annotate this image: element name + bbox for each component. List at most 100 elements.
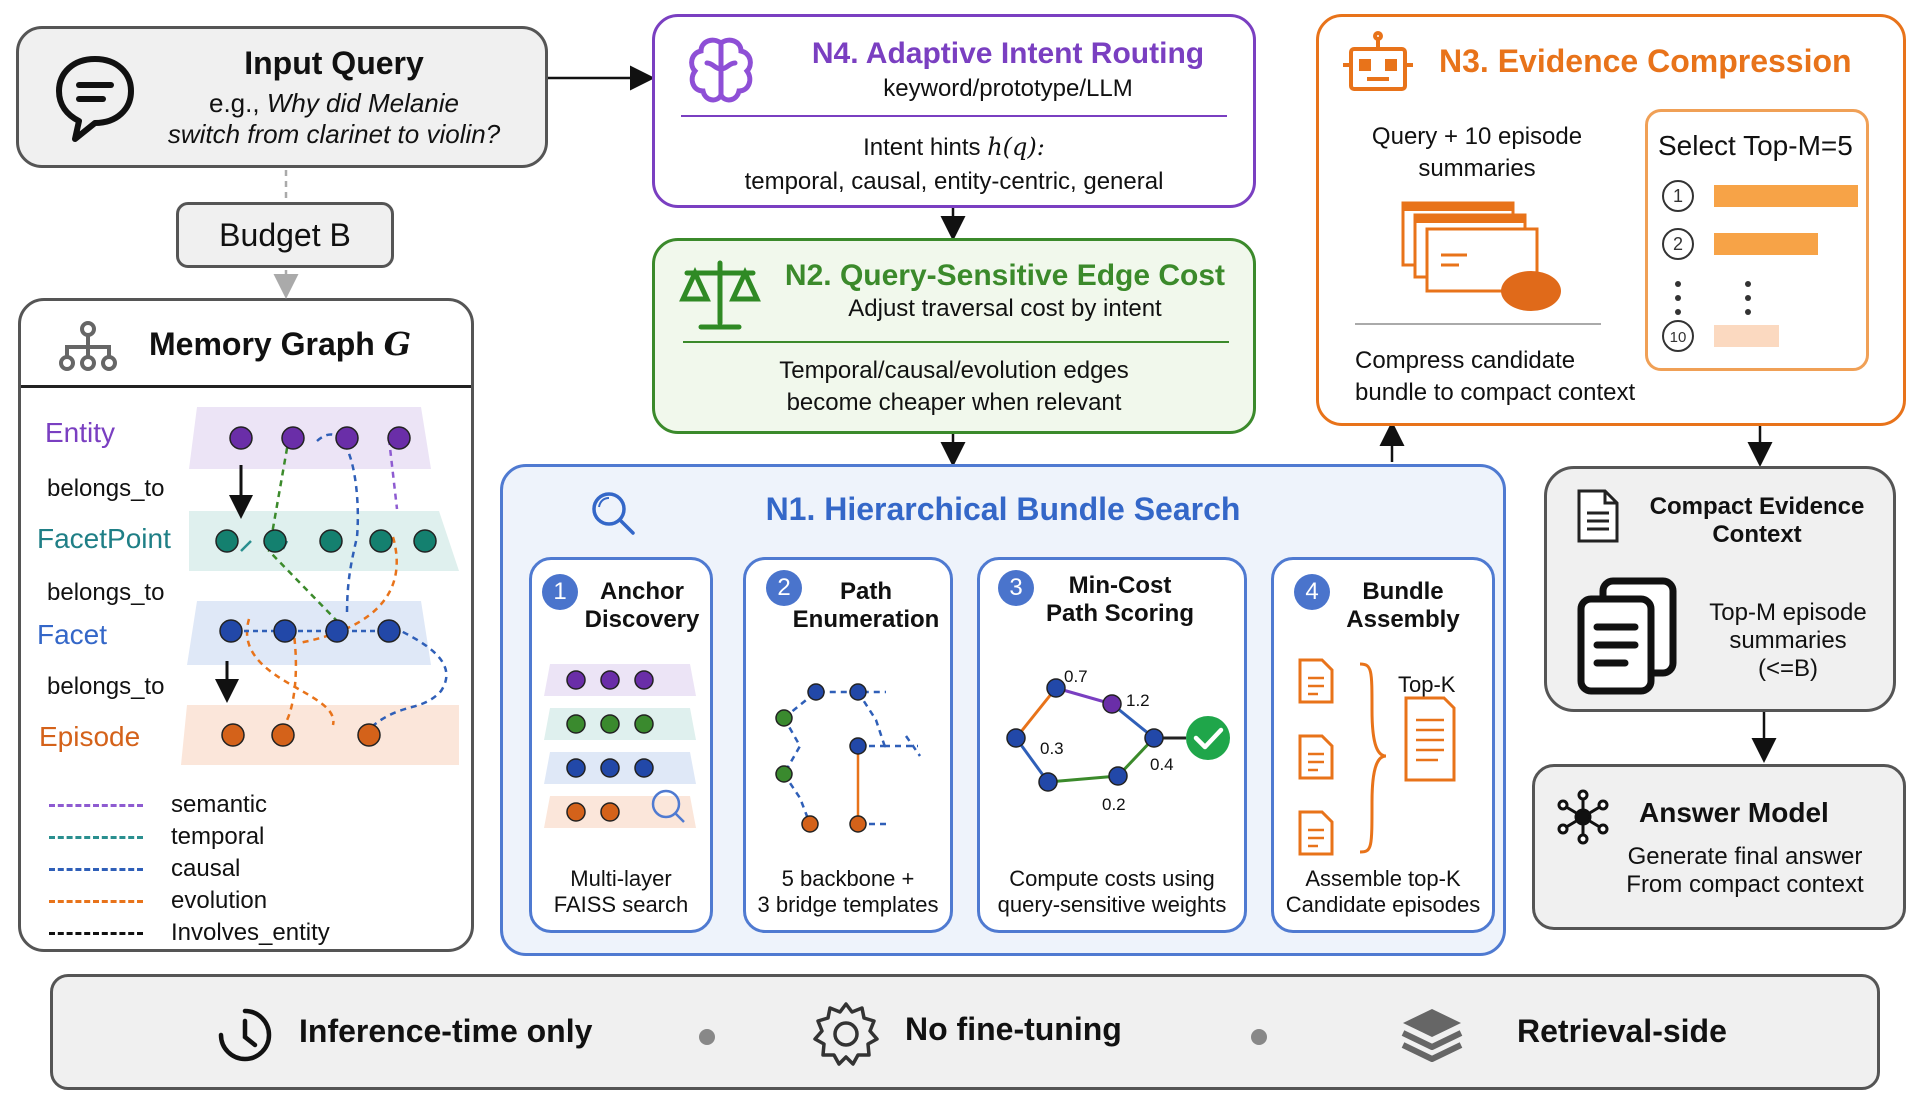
- n2-body-line2: become cheaper when relevant: [786, 389, 1122, 416]
- example-query-line1: Why did Melanie: [266, 88, 460, 118]
- brain-icon: [689, 37, 753, 103]
- n2-title: N2. Query-Sensitive Edge Cost: [784, 259, 1226, 292]
- topk-label: Top-K: [1398, 672, 1456, 697]
- step-3-caption-line2: query-sensitive weights: [997, 892, 1227, 917]
- step-4-caption-line2: Candidate episodes: [1285, 892, 1481, 917]
- layer-facet-label: Facet: [37, 619, 108, 650]
- n3-evidence-compression-box: N3. Evidence Compression Query + 10 epis…: [1316, 14, 1906, 426]
- n3-body-line1: Compress candidate: [1355, 347, 1576, 374]
- answer-model-box: Answer Model Generate final answer From …: [1532, 764, 1906, 930]
- n4-intent-routing-box: N4. Adaptive Intent Routing keyword/prot…: [652, 14, 1256, 208]
- input-query-title: Input Query: [244, 45, 424, 81]
- relation-label-3: belongs_to: [47, 673, 165, 700]
- layer-episode-label: Episode: [39, 721, 141, 752]
- step-min-cost-scoring-card: 3 Min-Cost Path Scoring 0.7 1.: [977, 557, 1247, 933]
- step-1-caption-line2: FAISS search: [553, 892, 689, 917]
- rank-bar-1: [1714, 185, 1858, 207]
- compact-title-line2: Context: [1712, 521, 1802, 548]
- facetpoint-nodes: [215, 529, 437, 553]
- step-1-caption-line1: Multi-layer: [570, 866, 672, 891]
- rank-circle-2: [1662, 228, 1694, 260]
- n3-input-line1: Query + 10 episode: [1371, 123, 1583, 150]
- legend-evolution: evolution: [171, 887, 268, 914]
- layer-entity-label: Entity: [45, 417, 116, 448]
- path-templates-diagram: [775, 683, 922, 833]
- relation-label-1: belongs_to: [47, 475, 165, 502]
- memory-graph-title: Memory Graph: [149, 326, 375, 362]
- footer-item-retrieval-side: Retrieval-side: [1517, 1013, 1727, 1049]
- edge-weight-3: 0.3: [1040, 739, 1064, 758]
- n4-hint-symbol: h(q):: [987, 133, 1045, 161]
- edge-weight-1: 0.7: [1064, 667, 1088, 686]
- n2-subtitle: Adjust traversal cost by intent: [848, 295, 1162, 322]
- balance-scale-icon: [679, 260, 761, 330]
- legend-involves-entity: Involves_entity: [171, 919, 330, 946]
- step-2-caption-line1: 5 backbone +: [781, 866, 915, 891]
- n4-hint-list: temporal, causal, entity-centric, genera…: [744, 168, 1164, 195]
- example-query-line2: switch from clarinet to violin?: [167, 119, 501, 149]
- rank-number-1: 1: [1673, 186, 1683, 206]
- step-4-number: 4: [1294, 574, 1330, 610]
- step-path-enumeration-card: 2 Path Enumeration 5 ba: [743, 557, 953, 933]
- memory-graph-diagram: [181, 407, 459, 765]
- n3-select-title: Select Top-M=5: [1658, 130, 1853, 161]
- rank-bar-2: [1714, 233, 1818, 255]
- n3-body-line2: bundle to compact context: [1355, 379, 1636, 406]
- legend-causal: causal: [171, 855, 241, 882]
- step-1-title-line1: Anchor: [600, 578, 684, 605]
- top-m-selection-box: Select Top-M=5 1 2 10: [1645, 109, 1869, 371]
- layer-facetpoint-label: FacetPoint: [37, 523, 171, 554]
- rank-bar-10: [1714, 325, 1779, 347]
- episode-nodes: [221, 723, 381, 747]
- entity-nodes: [229, 426, 411, 450]
- edge-legend: semantic temporal causal evolution Invol…: [49, 789, 330, 949]
- documents-stack-icon: [1401, 201, 1561, 311]
- hierarchy-icon: [59, 321, 117, 371]
- path-scoring-diagram: 0.7 1.2 0.3 0.4 0.2: [1006, 667, 1230, 814]
- gear-icon: [813, 1002, 879, 1066]
- bundle-assembly-diagram: Top-K: [1298, 658, 1456, 856]
- rank-number-2: 2: [1673, 234, 1683, 254]
- n2-body-line1: Temporal/causal/evolution edges: [779, 357, 1129, 384]
- step-3-caption-line1: Compute costs using: [1009, 866, 1215, 891]
- compact-evidence-box: Compact Evidence Context Top-M episode s…: [1544, 466, 1896, 712]
- n4-subtitle: keyword/prototype/LLM: [883, 75, 1133, 102]
- compact-body-line1: Top-M episode: [1709, 599, 1867, 626]
- step-bundle-assembly-card: 4 Bundle Assembly Top-K Assemble top-K: [1271, 557, 1495, 933]
- facet-nodes: [219, 619, 401, 643]
- example-prefix: e.g.,: [208, 88, 260, 118]
- rank-circle-10: [1662, 320, 1694, 352]
- memory-graph-symbol: G: [383, 325, 412, 363]
- budget-box: Budget B: [176, 202, 394, 268]
- footer-item-no-fine-tuning: No fine-tuning: [905, 1011, 1122, 1047]
- search-icon: [592, 492, 635, 535]
- rank-circle-1: [1662, 180, 1694, 212]
- legend-temporal: temporal: [171, 823, 265, 850]
- n4-title: N4. Adaptive Intent Routing: [811, 37, 1205, 70]
- answer-title: Answer Model: [1639, 797, 1829, 828]
- step-2-title-line1: Path: [839, 578, 892, 605]
- step-2-number: 2: [766, 570, 802, 606]
- n3-title: N3. Evidence Compression: [1439, 43, 1852, 79]
- clock-icon: [218, 1008, 272, 1062]
- answer-body-line2: From compact context: [1626, 871, 1864, 898]
- legend-semantic: semantic: [171, 791, 268, 818]
- step-3-title-line2: Path Scoring: [1045, 600, 1195, 627]
- step-2-caption-line2: 3 bridge templates: [757, 892, 939, 917]
- network-hub-icon: [1557, 789, 1609, 845]
- step-anchor-discovery-card: 1 Anchor Discovery Multi-layer FAISS sea…: [529, 557, 713, 933]
- step-4-title-line2: Assembly: [1346, 606, 1460, 633]
- edge-weight-4: 0.4: [1150, 755, 1174, 774]
- rank-number-10: 10: [1670, 329, 1687, 346]
- step-3-title-line1: Min-Cost: [1068, 572, 1172, 599]
- input-query-box: Input Query e.g., Why did Melanie switch…: [16, 26, 548, 168]
- compact-body-line2: summaries: [1729, 627, 1847, 654]
- n4-hint-prefix: Intent hints: [863, 134, 981, 161]
- step-3-number: 3: [998, 570, 1034, 606]
- relation-label-2: belongs_to: [47, 579, 165, 606]
- step-4-caption-line1: Assemble top-K: [1305, 866, 1461, 891]
- compact-title-line1: Compact Evidence: [1649, 493, 1865, 520]
- footer-item-inference-time: Inference-time only: [299, 1013, 593, 1049]
- step-1-title-line2: Discovery: [584, 606, 700, 633]
